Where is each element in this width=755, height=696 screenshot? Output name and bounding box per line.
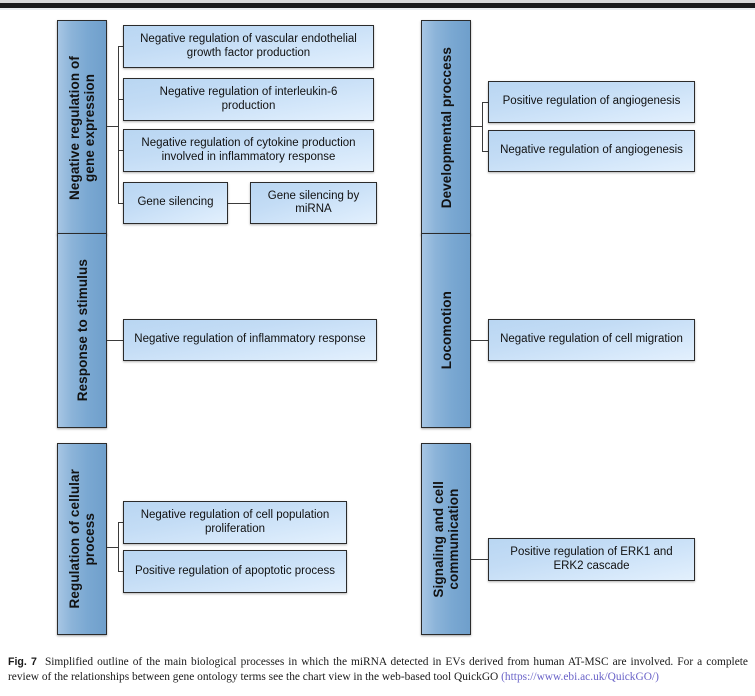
term-box: Positive regulation of angiogenesis (488, 81, 695, 123)
term-label: Negative regulation of cell population p… (140, 509, 330, 535)
term-box: Negative regulation of cytokine producti… (123, 129, 374, 172)
connector-branch-g1-4 (118, 203, 124, 205)
category-label: Signaling and cell communication (431, 480, 461, 598)
category-label: Regulation of cellular process (67, 469, 97, 609)
connector-branch-g1-3 (118, 150, 124, 152)
connector-spine-g1 (118, 46, 120, 204)
top-rule-highlight (0, 0, 755, 3)
top-rule-dark-band (0, 3, 755, 8)
term-box-child: Gene silencing by miRNA (250, 182, 377, 224)
connector-branch-r1-1 (482, 102, 488, 104)
connector-trunk-r1 (471, 126, 483, 128)
term-label: Negative regulation of angiogenesis (500, 144, 683, 157)
category-label: Developmental proccess (438, 46, 454, 209)
category-label: Negative regulation of gene expression (67, 55, 97, 200)
term-label: Positive regulation of ERK1 and ERK2 cas… (510, 546, 673, 572)
term-box: Negative regulation of cell population p… (123, 501, 347, 544)
connector-trunk-r2 (471, 340, 488, 342)
caption-text: Simplified outline of the main biologica… (8, 656, 748, 683)
connector-trunk-r3 (471, 559, 488, 561)
term-box: Negative regulation of cell migration (488, 319, 695, 361)
term-label: Negative regulation of inflammatory resp… (134, 333, 366, 346)
category-bar-response-to-stimulus: Response to stimulus (57, 233, 107, 428)
term-box: Positive regulation of apoptotic process (123, 550, 347, 593)
term-label: Negative regulation of vascular endothel… (140, 33, 357, 59)
category-bar-developmental-process: Developmental proccess (421, 20, 471, 235)
quickgo-link[interactable]: (https://www.ebi.ac.uk/QuickGO/) (501, 671, 659, 683)
category-bar-regulation-of-cellular-process: Regulation of cellular process (57, 443, 107, 635)
top-rule-shadow (0, 8, 755, 10)
term-box: Negative regulation of inflammatory resp… (123, 319, 377, 361)
term-box: Positive regulation of ERK1 and ERK2 cas… (488, 538, 695, 581)
connector-trunk-g1 (107, 126, 119, 128)
connector-trunk-g3 (107, 547, 119, 549)
category-bar-locomotion: Locomotion (421, 233, 471, 428)
term-label: Negative regulation of interleukin-6 pro… (159, 86, 338, 112)
term-label: Positive regulation of angiogenesis (502, 95, 681, 108)
connector-branch-g3-2 (118, 571, 124, 573)
term-label: Gene silencing (137, 196, 214, 209)
category-bar-signaling-and-cell-communication: Signaling and cell communication (421, 443, 471, 635)
figure-number: Fig. 7 (8, 656, 37, 668)
connector-spine-g3 (118, 522, 120, 572)
category-label: Locomotion (438, 291, 454, 370)
connector-trunk-g2 (107, 340, 123, 342)
term-label: Gene silencing by miRNA (267, 189, 360, 216)
category-label: Response to stimulus (74, 259, 90, 402)
category-bar-negative-regulation-of-gene-expression: Negative regulation of gene expression (57, 20, 107, 235)
connector-spine-r1 (482, 102, 484, 152)
term-label: Positive regulation of apoptotic process (134, 564, 336, 577)
term-box: Negative regulation of vascular endothel… (123, 25, 374, 68)
term-label: Negative regulation of cell migration (500, 333, 683, 346)
term-box: Negative regulation of interleukin-6 pro… (123, 78, 374, 121)
term-box: Gene silencing (123, 182, 228, 224)
term-box: Negative regulation of angiogenesis (488, 130, 695, 172)
connector-branch-g1-2 (118, 99, 124, 101)
figure-caption: Fig. 7 Simplified outline of the main bi… (8, 655, 748, 685)
connector-branch-g1-1 (118, 46, 124, 48)
page-top-rule (0, 0, 755, 10)
term-label: Negative regulation of cytokine producti… (141, 137, 356, 163)
connector-branch-g3-1 (118, 522, 124, 524)
connector-branch-r1-2 (482, 151, 488, 153)
figure-canvas: Negative regulation of gene expression N… (0, 10, 755, 645)
connector-child-gene-silencing (228, 203, 250, 205)
